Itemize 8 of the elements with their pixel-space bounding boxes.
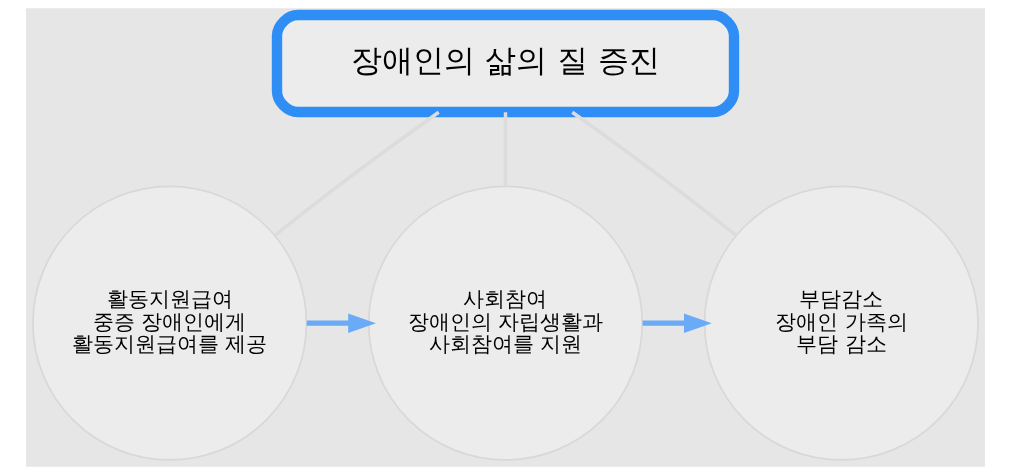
arrow — [642, 313, 712, 333]
node-circle: 부담감소 장애인 가족의 부담 감소 — [703, 185, 979, 461]
node-circle: 사회참여 장애인의 자립생활과 사회참여를 지원 — [367, 185, 643, 461]
node-box: 장애인의 삶의 질 증진 — [271, 9, 739, 118]
arrow — [306, 313, 376, 333]
connector — [273, 110, 440, 237]
connector — [570, 110, 737, 237]
node-circle: 활동지원급여 중증 장애인에게 활동지원급여를 제공 — [31, 185, 307, 461]
